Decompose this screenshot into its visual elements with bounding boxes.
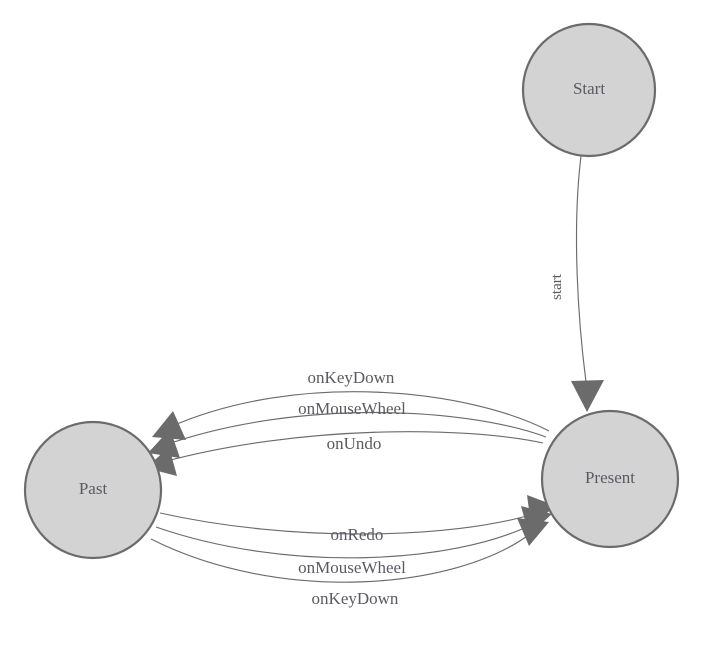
node-start-circle (521, 22, 657, 158)
edge-past-to-present-onkeydown-arrowhead (517, 518, 549, 546)
edge-present-to-past-onundo[interactable]: onUndo (146, 431, 544, 476)
edge-past-to-present-onredo-path (159, 512, 538, 535)
edge-past-to-present-onmousewheel-label: onMouseWheel (298, 558, 406, 577)
edge-past-to-present-onkeydown-path (150, 533, 531, 583)
edge-present-to-past-onundo-label: onUndo (327, 434, 382, 453)
edge-present-to-past-onmousewheel-arrowhead (148, 429, 180, 458)
edge-past-to-present-onredo[interactable]: onRedo (159, 495, 556, 544)
edge-start-to-present-arrowhead (571, 380, 604, 412)
edge-past-to-present-onredo-label: onRedo (331, 525, 384, 544)
edge-present-to-past-onmousewheel[interactable]: onMouseWheel (148, 399, 547, 458)
edge-past-to-present-onkeydown-label: onKeyDown (312, 589, 399, 608)
edge-past-to-present-onmousewheel-path (155, 523, 534, 559)
node-present[interactable]: Present (540, 409, 680, 549)
node-present-circle (540, 409, 680, 549)
edge-start-to-present-label: start (549, 273, 565, 300)
node-past-label: Past (79, 479, 108, 498)
edge-present-to-past-onkeydown-arrowhead (152, 411, 186, 440)
edge-present-to-past-onmousewheel-path (164, 411, 547, 446)
node-past[interactable]: Past (23, 420, 163, 560)
edge-start-to-present[interactable]: start (549, 155, 604, 412)
node-start-label: Start (573, 79, 605, 98)
edge-present-to-past-onkeydown-label: onKeyDown (308, 368, 395, 387)
edge-past-to-present-onkeydown[interactable]: onKeyDown (150, 518, 549, 608)
edge-present-to-past-onundo-path (162, 431, 544, 463)
edge-present-to-past-onmousewheel-label: onMouseWheel (298, 399, 406, 418)
node-present-label: Present (585, 468, 635, 487)
edge-start-to-present-path (575, 155, 587, 383)
node-start[interactable]: Start (521, 22, 657, 158)
node-past-circle (23, 420, 163, 560)
edge-present-to-past-onkeydown-path (169, 391, 550, 432)
edge-present-to-past-onkeydown[interactable]: onKeyDown (152, 368, 550, 440)
